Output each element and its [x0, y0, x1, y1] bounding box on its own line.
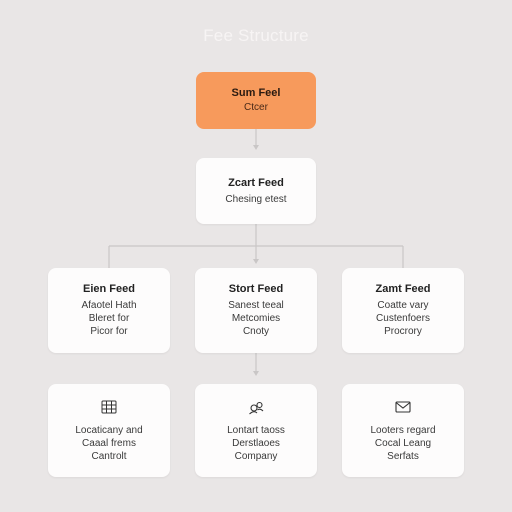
bottom-line: Locaticany and	[75, 425, 143, 436]
grid-icon	[100, 398, 118, 416]
people-icon	[247, 398, 265, 416]
bottom-line: Lontart taoss	[227, 425, 285, 436]
bottom-line: Looters regard	[370, 425, 436, 436]
branch-line: Metcomies	[231, 313, 281, 324]
middle-node: Zcart Feed Chesing etest	[196, 158, 316, 224]
branch-line: Afaotel Hath	[81, 300, 137, 311]
branch-title: Zamt Feed	[375, 283, 431, 295]
middle-node-title: Zcart Feed	[228, 176, 284, 189]
branch-line: Picor for	[90, 326, 128, 337]
branch-line: Custenfoers	[376, 313, 430, 324]
branch-line: Coatte vary	[377, 300, 429, 311]
bottom-line: Derstlaoes	[232, 438, 280, 449]
middle-node-line: Chesing etest	[225, 193, 287, 205]
bottom-node-center: Lontart taoss Derstlaoes Company	[195, 384, 317, 477]
bottom-node-right: Looters regard Cocal Leang Serfats	[342, 384, 464, 477]
branch-node-center: Stort Feed Sanest teeal Metcomies Cnoty	[195, 268, 317, 353]
bottom-line: Serfats	[387, 451, 419, 462]
top-node-title: Sum Feel	[231, 87, 281, 99]
branch-title: Eien Feed	[83, 283, 135, 295]
bottom-node-left: Locaticany and Caaal frems Cantrolt	[48, 384, 170, 477]
bottom-line: Cantrolt	[91, 451, 127, 462]
branch-node-left: Eien Feed Afaotel Hath Bleret for Picor …	[48, 268, 170, 353]
branch-title: Stort Feed	[228, 283, 284, 295]
branch-node-right: Zamt Feed Coatte vary Custenfoers Procro…	[342, 268, 464, 353]
branch-line: Bleret for	[88, 313, 130, 324]
branch-line: Procrory	[384, 326, 422, 337]
diagram-title: Fee Structure	[203, 26, 309, 45]
bottom-line: Caaal frems	[82, 438, 136, 449]
top-node: Sum Feel Ctcer	[196, 72, 316, 129]
branch-line: Sanest teeal	[228, 300, 284, 311]
bottom-line: Company	[234, 451, 278, 462]
mail-icon	[394, 398, 412, 416]
branch-line: Cnoty	[242, 326, 270, 337]
bottom-line: Cocal Leang	[374, 438, 432, 449]
top-node-line: Ctcer	[244, 102, 268, 113]
